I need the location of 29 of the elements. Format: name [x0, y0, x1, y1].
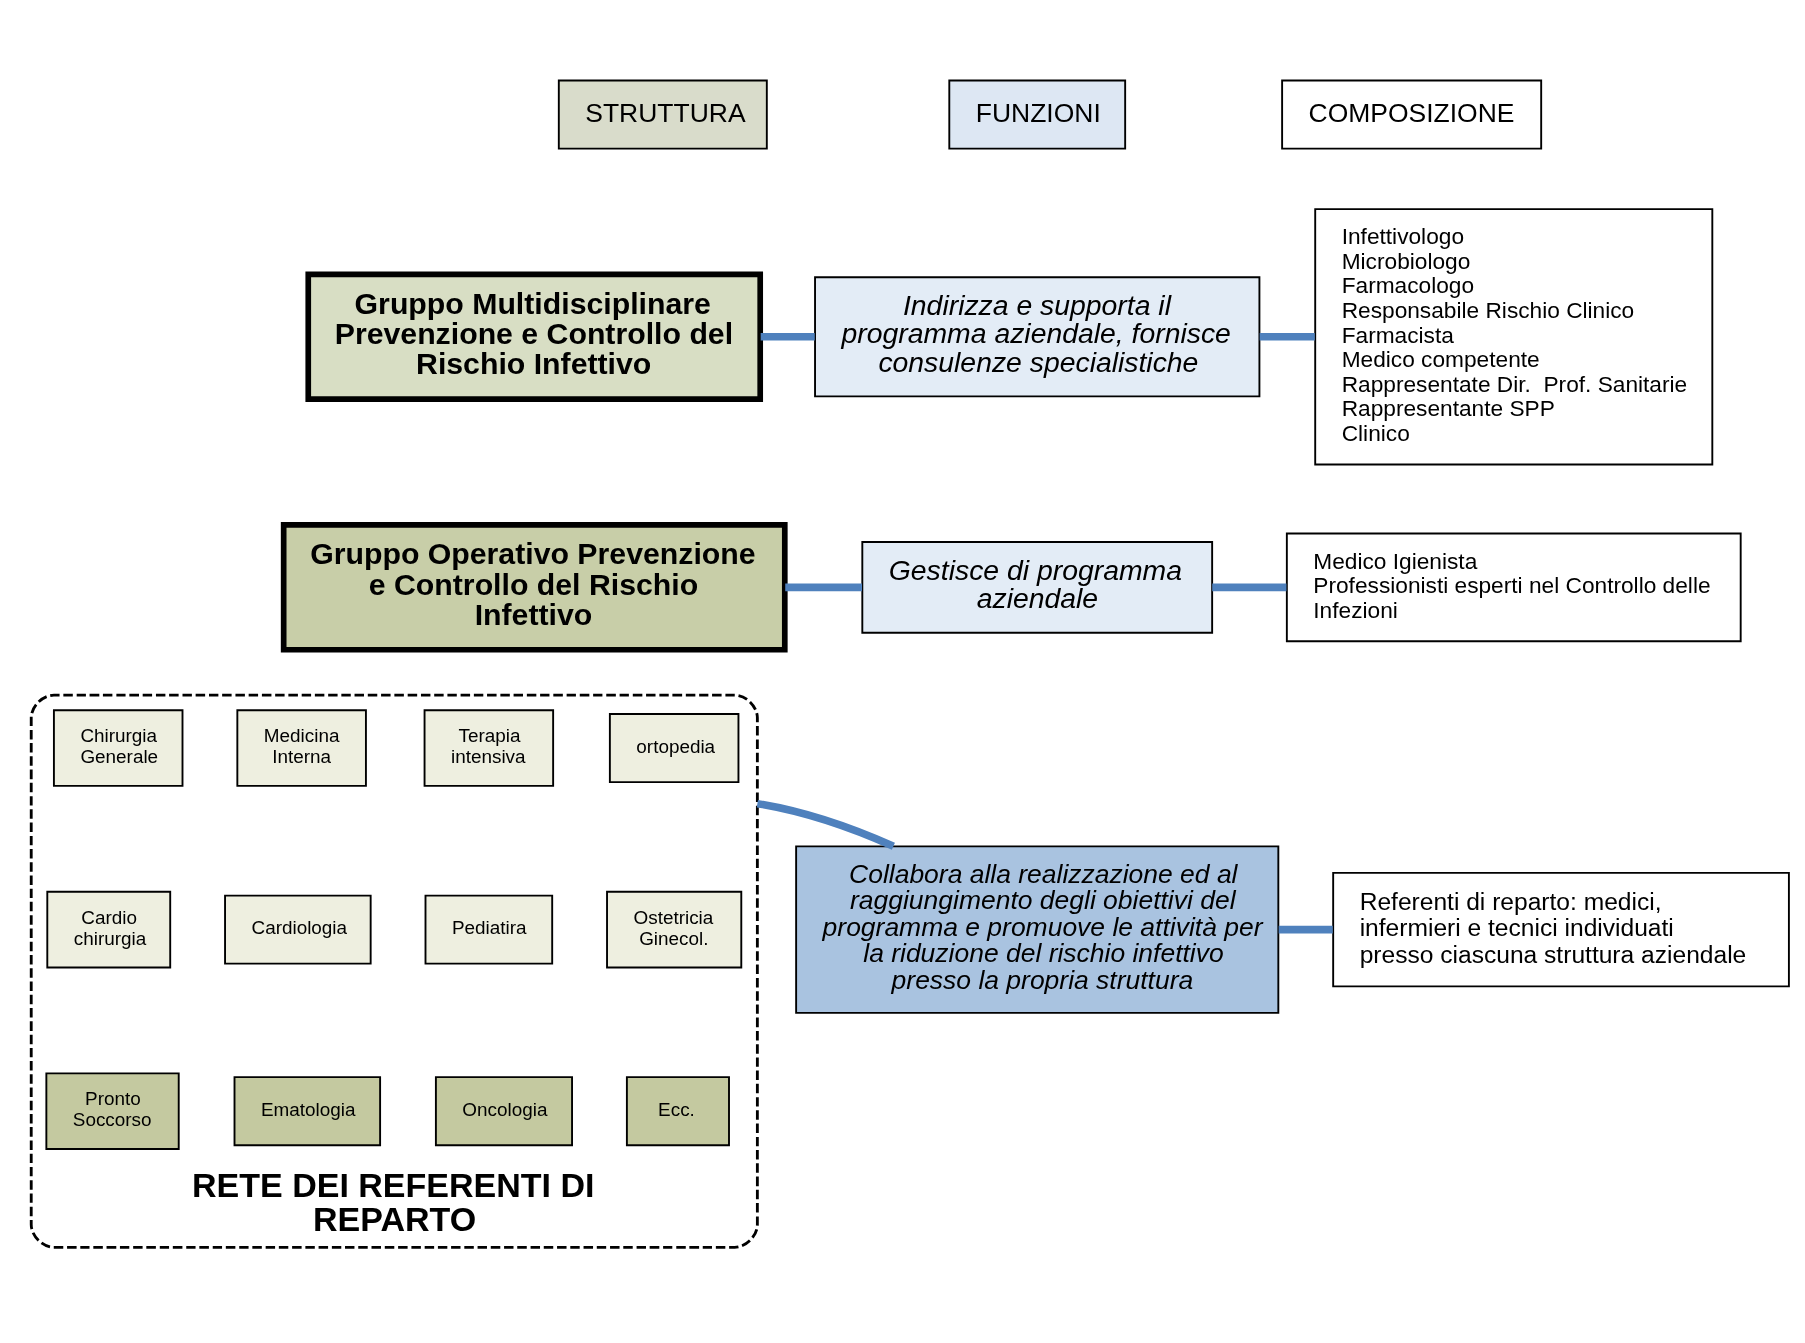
node-box: Medicina Interna — [236, 709, 367, 787]
node-box: Medico Igienista Professionisti esperti nel Controllo delle Infezioni — [1285, 532, 1742, 643]
node-box: Ematologia — [233, 1076, 382, 1147]
node-box: Ostetricia Ginecol. — [606, 890, 743, 969]
node-box: Pediatira — [424, 894, 554, 965]
node-box: FUNZIONI — [948, 79, 1127, 150]
connector — [1212, 583, 1287, 592]
node-box: ortopedia — [608, 713, 740, 784]
node-box: Infettivologo Microbiologo Farmacologo Responsabile Rischio Clinico Farmacista Medico competente Rappresentate Dir. Prof. Sanitarie Rappresentante SPP Clinico — [1314, 208, 1714, 466]
node-box: Gruppo Operativo Prevenzione e Controllo del Rischio Infettivo — [280, 522, 788, 653]
connector — [1278, 925, 1333, 934]
node-box: Cardiologia — [224, 894, 372, 965]
connector — [1259, 333, 1315, 341]
connector — [785, 583, 862, 592]
node-box: Oncologia — [434, 1076, 573, 1147]
node-box: Terapia intensiva — [423, 709, 555, 787]
node-box: Ecc. — [625, 1076, 730, 1147]
node-box: COMPOSIZIONE — [1281, 79, 1543, 150]
node-box: Pronto Soccorso — [45, 1072, 180, 1150]
node-box: Chirurgia Generale — [52, 709, 184, 787]
connector — [756, 799, 895, 850]
node-box: Gruppo Multidisciplinare Prevenzione e Controllo del Rischio Infettivo — [305, 271, 764, 403]
node-box: Cardio chirurgia — [46, 890, 172, 969]
node-box: Referenti di reparto: medici, infermieri e tecnici individuati presso ciascuna struttura aziendale — [1332, 871, 1790, 988]
node-box: Collabora alla realizzazione ed al raggiungimento degli obiettivi del programma e promuove le attività per la riduzione del rischio infettivo presso la propria struttura — [795, 845, 1280, 1014]
node-box: Gestisce di programma aziendale — [861, 541, 1214, 634]
node-box: Indirizza e supporta il programma aziendale, fornisce consulenze specialistiche — [814, 276, 1261, 398]
node-box: STRUTTURA — [557, 79, 768, 150]
connector — [760, 333, 815, 341]
